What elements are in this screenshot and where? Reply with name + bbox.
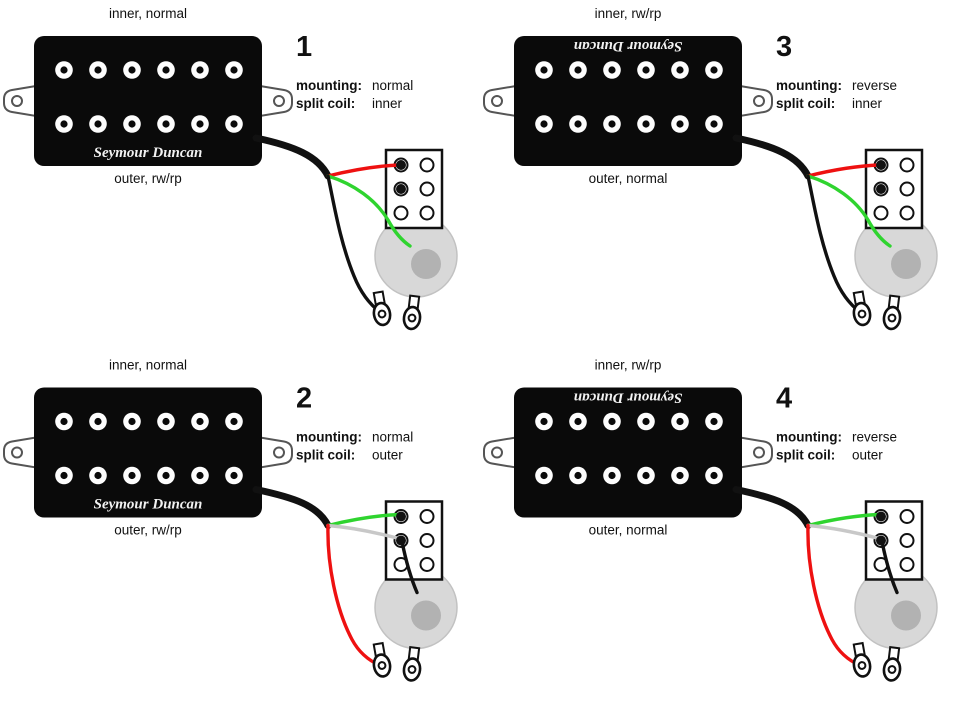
pickup-selector-switch xyxy=(384,148,444,230)
pickup-bottom-label: outer, rw/rp xyxy=(114,171,182,186)
pickup-brand-label: Seymour Duncan xyxy=(574,38,683,54)
split-coil-label: split coil: xyxy=(296,96,355,111)
diagram-1: inner, normal Seymour Duncan outer, rw/r… xyxy=(0,6,458,332)
mounting-label: mounting: xyxy=(776,430,842,445)
pickup-bottom-label: outer, rw/rp xyxy=(114,523,182,538)
pickup-cable xyxy=(252,486,332,529)
switch-terminal-dot xyxy=(876,184,886,194)
wire-to-switch xyxy=(326,163,402,178)
mounting-value: normal xyxy=(372,430,413,445)
split-coil-label: split coil: xyxy=(296,448,355,463)
wire-to-pot-ground xyxy=(400,539,419,595)
split-coil-value: inner xyxy=(852,96,883,111)
pickup-bottom-label: outer, normal xyxy=(589,171,668,186)
mounting-value: reverse xyxy=(852,430,897,445)
mounting-label: mounting: xyxy=(776,78,842,93)
pickup-cable xyxy=(732,486,812,529)
wire-to-pot xyxy=(806,174,892,248)
jack-lug-left xyxy=(849,641,874,680)
mounting-label: mounting: xyxy=(296,430,362,445)
switch-terminal-dot xyxy=(876,535,886,546)
wire-to-switch xyxy=(326,512,402,528)
pickup-cable xyxy=(732,134,812,180)
mounting-value: reverse xyxy=(852,78,897,93)
diagram-3: inner, rw/rp Seymour Duncan outer, norma… xyxy=(480,6,938,332)
diagram-number: 4 xyxy=(776,383,792,415)
pickup-bottom-label: outer, normal xyxy=(589,523,668,538)
pickup-brand-label: Seymour Duncan xyxy=(574,390,683,406)
jack-lug-right xyxy=(881,645,904,683)
humbucker-pickup xyxy=(484,36,772,166)
wire-to-jack-lug xyxy=(326,523,382,668)
diagram-2: inner, normal Seymour Duncan outer, rw/r… xyxy=(0,358,458,683)
jack-lug-right xyxy=(401,293,424,332)
pickup-top-label: inner, normal xyxy=(109,358,187,373)
switch-terminal-dot xyxy=(396,160,406,170)
mounting-value: normal xyxy=(372,78,413,93)
split-coil-label: split coil: xyxy=(776,96,835,111)
jack-lug-left xyxy=(369,289,394,328)
wire-to-jack-lug xyxy=(806,523,862,668)
wire-to-jack-lug xyxy=(806,174,862,314)
diagram-number: 3 xyxy=(776,31,792,63)
wire-to-pot-ground xyxy=(880,539,899,595)
wire-to-switch xyxy=(806,163,882,178)
pickup-selector-switch xyxy=(864,148,924,230)
split-coil-value: inner xyxy=(372,96,403,111)
mounting-label: mounting: xyxy=(296,78,362,93)
diagram-4: inner, rw/rp Seymour Duncan outer, norma… xyxy=(480,358,938,683)
split-coil-value: outer xyxy=(852,448,883,463)
wire-to-jack-lug xyxy=(326,174,382,314)
switch-terminal-dot xyxy=(396,184,406,194)
switch-terminal-dot xyxy=(396,535,406,546)
pickup-top-label: inner, rw/rp xyxy=(595,6,662,21)
pickup-brand-label: Seymour Duncan xyxy=(94,497,203,513)
split-coil-value: outer xyxy=(372,448,403,463)
pickup-top-label: inner, rw/rp xyxy=(595,358,662,373)
jack-lug-left xyxy=(849,289,874,328)
pickup-brand-label: Seymour Duncan xyxy=(94,145,203,161)
pickup-cable xyxy=(252,134,332,180)
split-coil-label: split coil: xyxy=(776,448,835,463)
diagram-number: 1 xyxy=(296,31,312,63)
wire-to-pot xyxy=(806,523,881,541)
wire-to-pot xyxy=(326,174,412,248)
switch-terminal-dot xyxy=(396,511,406,522)
switch-terminal-dot xyxy=(876,511,886,522)
jack-lug-left xyxy=(369,641,394,680)
wire-to-switch xyxy=(806,512,882,528)
diagram-number: 2 xyxy=(296,383,312,415)
humbucker-pickup xyxy=(484,388,772,518)
switch-terminal-dot xyxy=(876,160,886,170)
wire-to-pot xyxy=(326,523,401,541)
jack-lug-right xyxy=(881,293,904,332)
pickup-top-label: inner, normal xyxy=(109,6,187,21)
jack-lug-right xyxy=(401,645,424,683)
